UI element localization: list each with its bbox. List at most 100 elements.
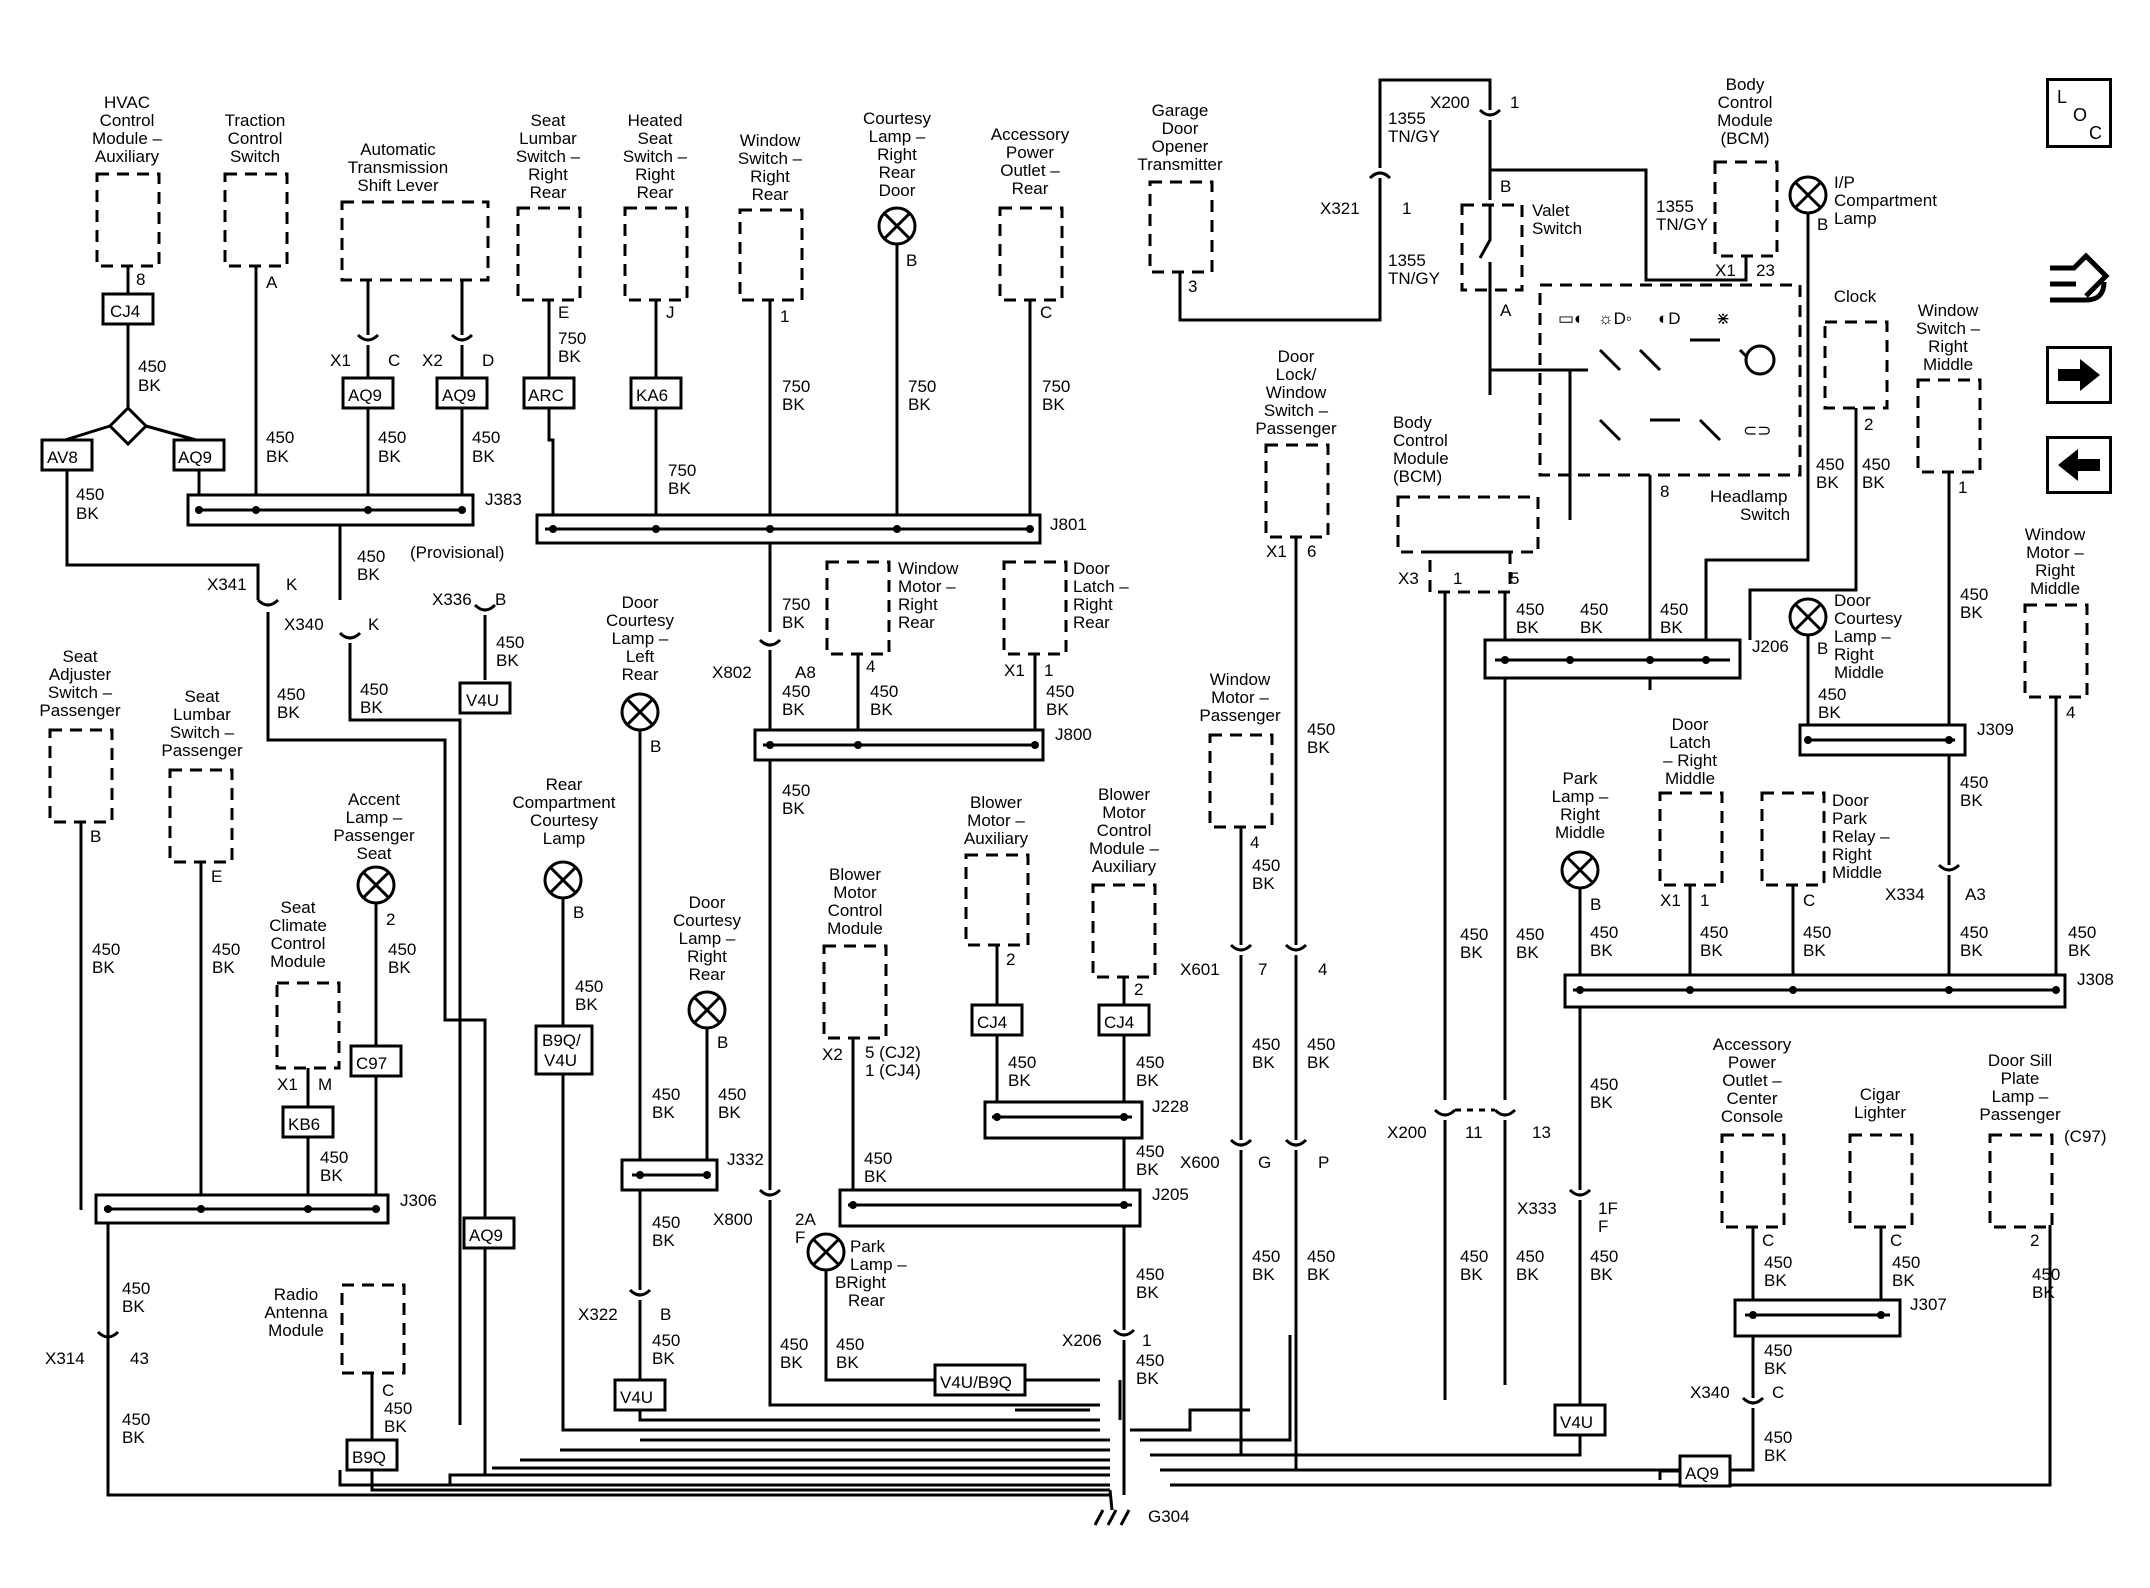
svg-text:Rear: Rear (530, 183, 567, 202)
svg-text:D: D (482, 351, 494, 370)
svg-text:X321: X321 (1320, 199, 1360, 218)
svg-text:Courtesy: Courtesy (863, 109, 932, 128)
heated-seat-switch-right-rear: Heated Seat Switch – Right Rear J KA6 75… (623, 111, 696, 528)
svg-text:Latch: Latch (1669, 733, 1711, 752)
svg-text:Blower: Blower (1098, 785, 1150, 804)
svg-text:450: 450 (1590, 1247, 1618, 1266)
svg-text:Passenger: Passenger (1199, 706, 1281, 725)
svg-text:BRight: BRight (835, 1273, 886, 1292)
svg-text:BK: BK (1580, 618, 1603, 637)
svg-text:AQ9: AQ9 (1685, 1464, 1719, 1483)
svg-text:Door: Door (1278, 347, 1315, 366)
svg-text:Park: Park (1832, 809, 1867, 828)
svg-text:Passenger: Passenger (333, 826, 415, 845)
svg-text:3: 3 (1188, 277, 1197, 296)
svg-text:BK: BK (496, 651, 519, 670)
svg-text:BK: BK (1136, 1283, 1159, 1302)
svg-text:450: 450 (1136, 1053, 1164, 1072)
svg-text:Rear: Rear (1012, 179, 1049, 198)
svg-text:Door Sill: Door Sill (1988, 1051, 2052, 1070)
svg-text:A3: A3 (1965, 885, 1986, 904)
svg-text:KA6: KA6 (636, 386, 668, 405)
svg-text:J309: J309 (1977, 720, 2014, 739)
arrow-right-icon[interactable] (2046, 346, 2112, 404)
svg-text:1355: 1355 (1388, 109, 1426, 128)
svg-text:Passenger: Passenger (1255, 419, 1337, 438)
svg-text:J332: J332 (727, 1150, 764, 1169)
svg-text:Courtesy: Courtesy (530, 811, 599, 830)
svg-text:Window: Window (2025, 525, 2086, 544)
svg-text:Radio: Radio (274, 1285, 318, 1304)
svg-text:HVAC: HVAC (104, 93, 150, 112)
svg-text:B: B (717, 1033, 728, 1052)
arrow-left-icon[interactable] (2046, 436, 2112, 494)
svg-text:Door: Door (1073, 559, 1110, 578)
svg-text:BK: BK (1818, 703, 1841, 722)
svg-text:Switch: Switch (1532, 219, 1582, 238)
svg-text:Park: Park (850, 1237, 885, 1256)
svg-text:450: 450 (718, 1085, 746, 1104)
svg-text:450: 450 (1818, 685, 1846, 704)
svg-text:Rear: Rear (637, 183, 674, 202)
svg-text:Module: Module (268, 1321, 324, 1340)
svg-text:V4U: V4U (1560, 1413, 1593, 1432)
svg-text:450: 450 (76, 485, 104, 504)
svg-text:BK: BK (1590, 941, 1613, 960)
svg-text:Door: Door (622, 593, 659, 612)
svg-text:Control: Control (1393, 431, 1448, 450)
svg-text:(C97): (C97) (2064, 1127, 2107, 1146)
svg-text:BK: BK (1816, 473, 1839, 492)
svg-text:Motor –: Motor – (967, 811, 1025, 830)
door-courtesy-lamp-right-rear: Door Courtesy Lamp – Right Rear B 450BK … (652, 893, 746, 1175)
svg-text:BK: BK (2068, 941, 2091, 960)
svg-text:Rear: Rear (689, 965, 726, 984)
svg-text:Plate: Plate (2001, 1069, 2040, 1088)
svg-text:BK: BK (122, 1428, 145, 1447)
svg-text:450: 450 (1590, 923, 1618, 942)
svg-text:X802: X802 (712, 663, 752, 682)
svg-text:6: 6 (1307, 542, 1316, 561)
svg-text:2: 2 (1006, 950, 1015, 969)
svg-text:Motor: Motor (1102, 803, 1146, 822)
svg-text:5 (CJ2): 5 (CJ2) (865, 1043, 921, 1062)
svg-text:BK: BK (1136, 1160, 1159, 1179)
svg-text:Middle: Middle (2030, 579, 2080, 598)
svg-text:13: 13 (1532, 1123, 1551, 1142)
svg-text:BK: BK (1516, 618, 1539, 637)
svg-text:BK: BK (76, 504, 99, 523)
svg-text:450: 450 (652, 1331, 680, 1350)
svg-text:BK: BK (1252, 874, 1275, 893)
svg-text:Courtesy: Courtesy (673, 911, 742, 930)
svg-text:BK: BK (575, 995, 598, 1014)
svg-text:450: 450 (122, 1410, 150, 1429)
svg-text:Right: Right (1928, 337, 1968, 356)
svg-text:Passenger: Passenger (1979, 1105, 2061, 1124)
svg-text:Latch –: Latch – (1073, 577, 1129, 596)
svg-text:Lamp –: Lamp – (1992, 1087, 2049, 1106)
ip-compartment-lamp: I/P Compartment Lamp B (1704, 173, 1937, 640)
svg-text:BK: BK (1960, 941, 1983, 960)
svg-text:BK: BK (1008, 1071, 1031, 1090)
svg-text:450: 450 (388, 940, 416, 959)
svg-text:450: 450 (2068, 923, 2096, 942)
svg-text:(BCM): (BCM) (1720, 129, 1769, 148)
svg-text:450: 450 (575, 977, 603, 996)
svg-text:Lamp: Lamp (543, 829, 586, 848)
back-icon[interactable] (2046, 248, 2112, 318)
svg-text:C: C (388, 351, 400, 370)
svg-text:C: C (1772, 1383, 1784, 1402)
loc-icon[interactable]: L O C (2046, 78, 2112, 148)
svg-text:4: 4 (866, 657, 875, 676)
svg-text:BK: BK (780, 1353, 803, 1372)
svg-text:Right: Right (528, 165, 568, 184)
svg-text:M: M (318, 1075, 332, 1094)
svg-text:Door: Door (689, 893, 726, 912)
svg-text:450: 450 (1307, 720, 1335, 739)
svg-text:450: 450 (652, 1085, 680, 1104)
